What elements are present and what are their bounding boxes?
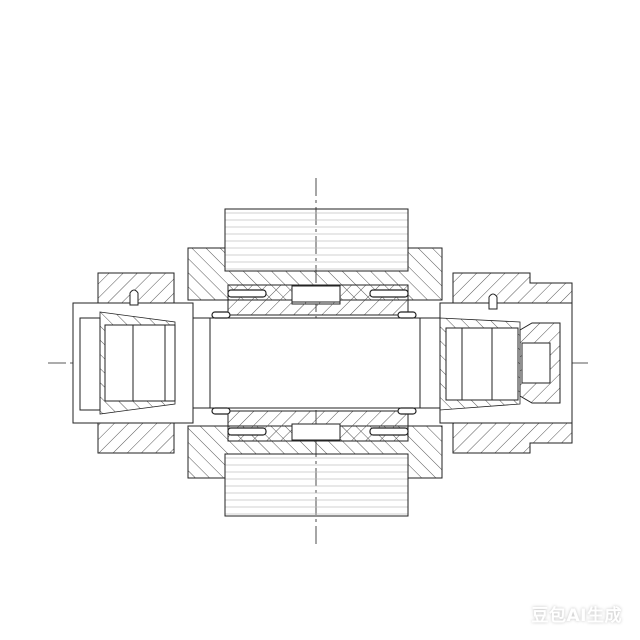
left-housing-bottom <box>97 422 175 454</box>
watermark: 豆包AI生成 <box>531 606 622 626</box>
shaft <box>167 317 449 409</box>
bolts <box>211 289 417 436</box>
right-housing-top <box>452 272 573 304</box>
lower-gear <box>224 453 409 517</box>
upper-gear <box>224 208 409 272</box>
right-housing-bottom <box>452 422 573 454</box>
